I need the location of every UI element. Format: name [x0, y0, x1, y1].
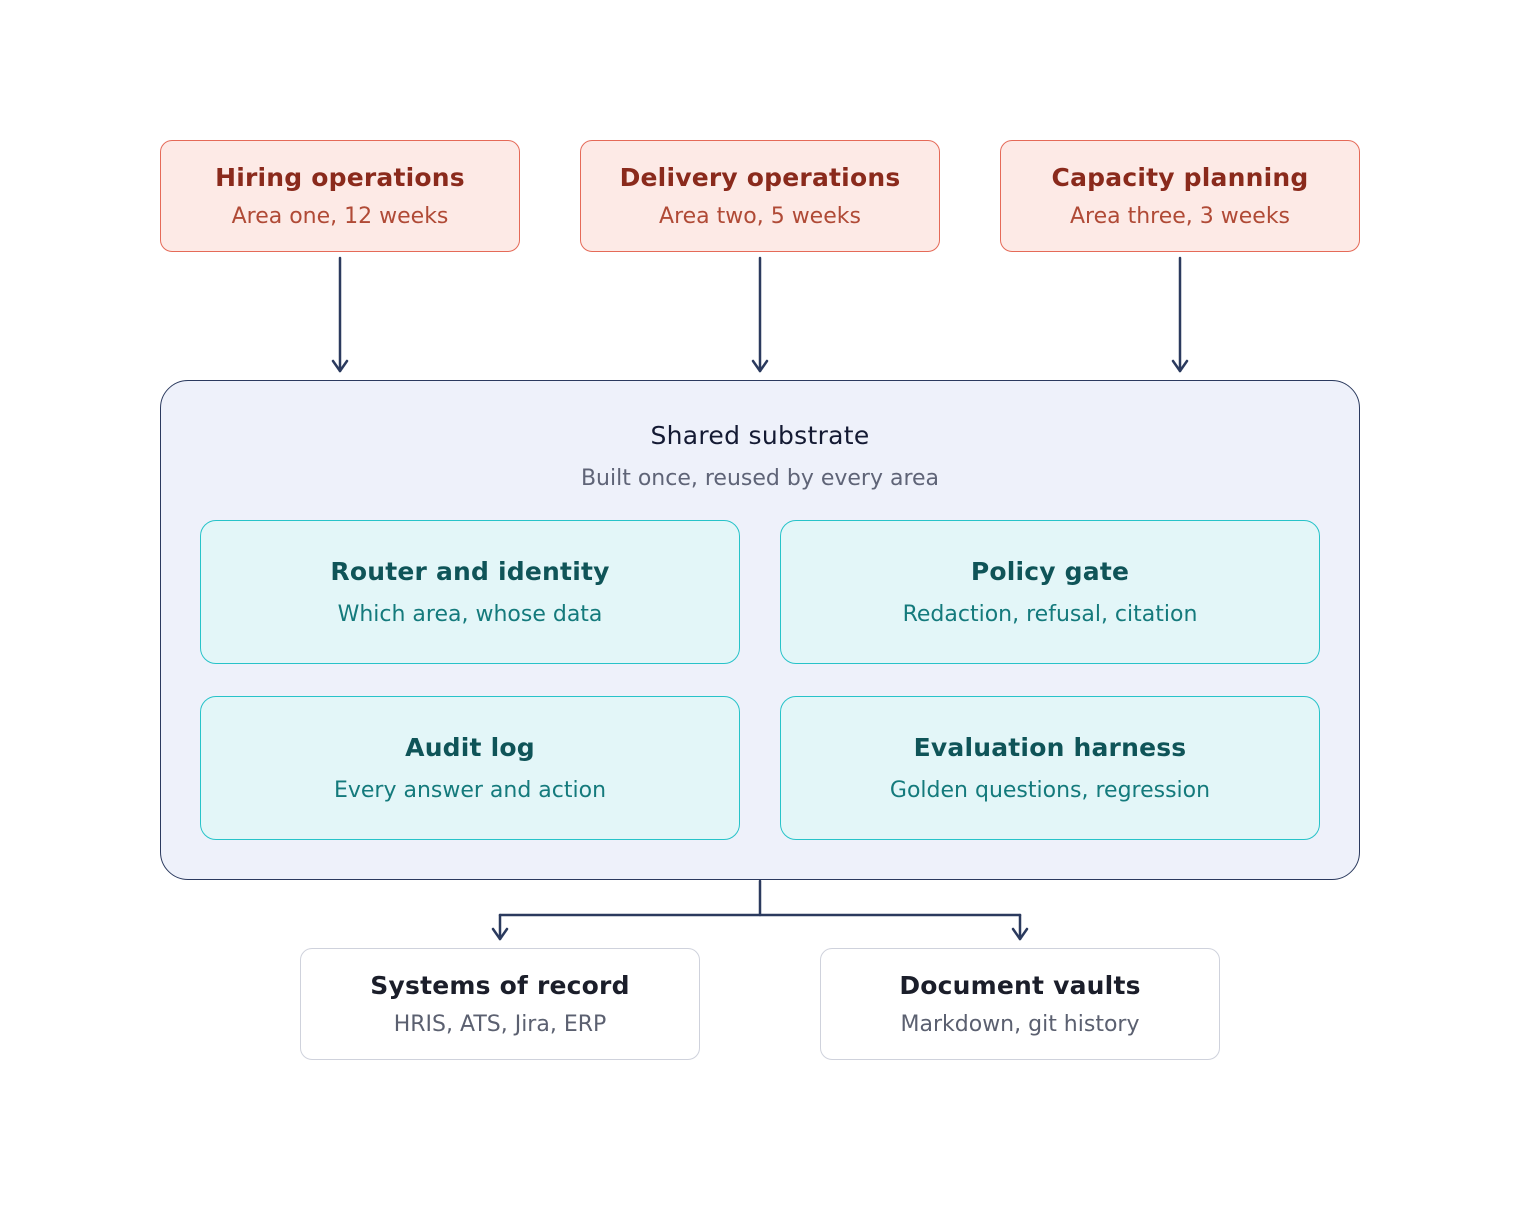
store-document-vaults: Document vaults Markdown, git history — [820, 948, 1220, 1060]
component-subtitle: Golden questions, regression — [889, 778, 1211, 803]
substrate-subtitle: Built once, reused by every area — [580, 466, 940, 491]
fork-substrate-to-stores — [491, 879, 1029, 941]
component-title: Router and identity — [330, 557, 610, 586]
arrow-capacity-to-substrate — [1171, 256, 1189, 373]
area-subtitle: Area three, 3 weeks — [1069, 204, 1291, 229]
component-subtitle: Which area, whose data — [337, 602, 603, 627]
arrow-delivery-to-substrate — [751, 256, 769, 373]
area-subtitle: Area two, 5 weeks — [659, 204, 861, 229]
component-subtitle: Every answer and action — [333, 778, 607, 803]
component-router-identity: Router and identity Which area, whose da… — [200, 520, 740, 664]
store-systems-of-record: Systems of record HRIS, ATS, Jira, ERP — [300, 948, 700, 1060]
area-title: Delivery operations — [619, 163, 901, 192]
arrow-hiring-to-substrate — [331, 256, 349, 373]
component-policy-gate: Policy gate Redaction, refusal, citation — [780, 520, 1320, 664]
area-subtitle: Area one, 12 weeks — [231, 204, 449, 229]
store-subtitle: Markdown, git history — [900, 1012, 1140, 1037]
component-subtitle: Redaction, refusal, citation — [902, 602, 1198, 627]
component-title: Evaluation harness — [913, 733, 1187, 762]
store-title: Systems of record — [370, 971, 630, 1000]
component-title: Policy gate — [970, 557, 1130, 586]
substrate-title: Shared substrate — [650, 421, 870, 450]
component-evaluation-harness: Evaluation harness Golden questions, reg… — [780, 696, 1320, 840]
component-title: Audit log — [405, 733, 535, 762]
area-box-capacity: Capacity planning Area three, 3 weeks — [1000, 140, 1360, 252]
area-title: Hiring operations — [215, 163, 465, 192]
store-title: Document vaults — [899, 971, 1141, 1000]
area-box-hiring: Hiring operations Area one, 12 weeks — [160, 140, 520, 252]
store-subtitle: HRIS, ATS, Jira, ERP — [393, 1012, 607, 1037]
area-box-delivery: Delivery operations Area two, 5 weeks — [580, 140, 940, 252]
component-audit-log: Audit log Every answer and action — [200, 696, 740, 840]
area-title: Capacity planning — [1051, 163, 1309, 192]
